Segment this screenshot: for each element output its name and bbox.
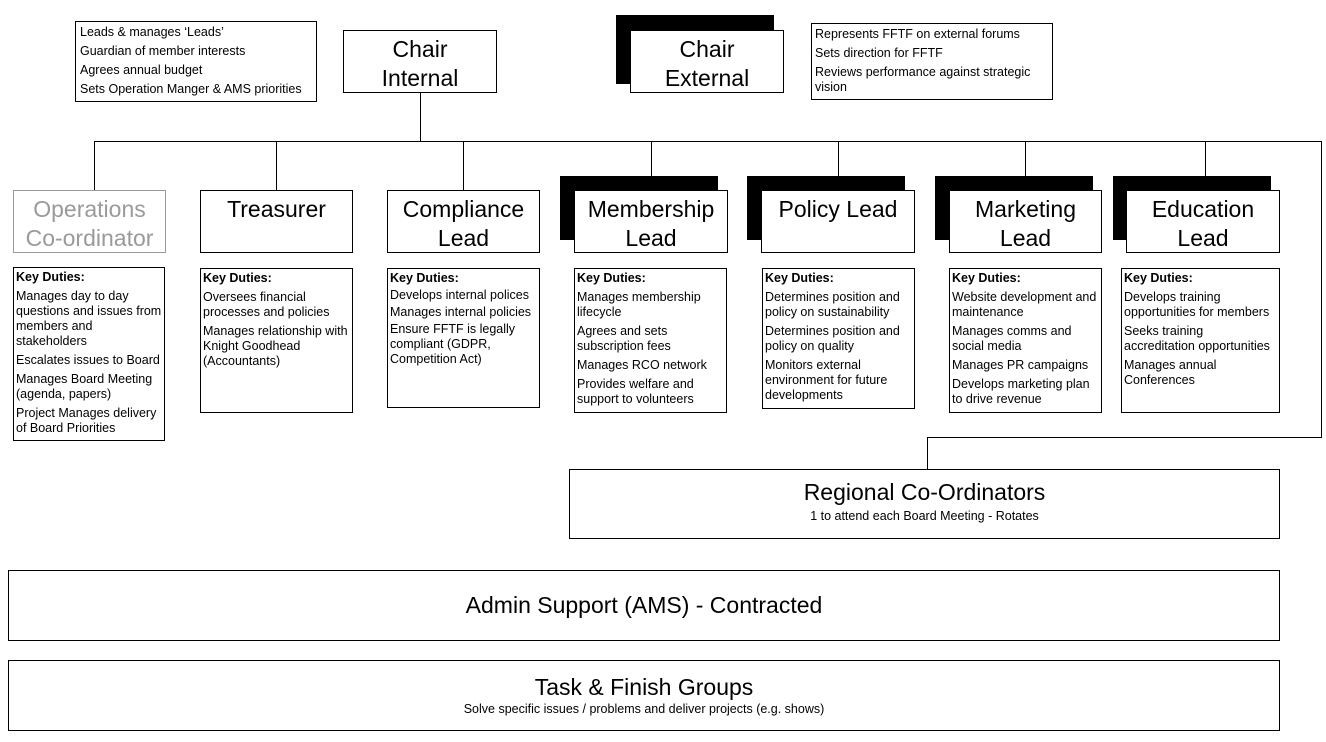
role-title-line1: Policy Lead [778, 196, 898, 222]
regional-title: Regional Co-Ordinators [803, 479, 1046, 505]
role-title-box-membership: Membership Lead [574, 190, 728, 253]
duties-box-education: Key Duties: Develops training opportunit… [1121, 268, 1280, 413]
chair-internal-box: Chair Internal [343, 30, 497, 93]
connector-bottom-return [927, 437, 1322, 438]
chair-external-box: Chair External [630, 30, 784, 93]
key-duties-label: Key Duties: [1124, 271, 1193, 285]
admin-support-box: Admin Support (AMS) - Contracted [8, 570, 1280, 641]
duty-item: Develops internal polices [390, 288, 529, 302]
connector-drop-ops [94, 141, 95, 190]
role-title-line2: Lead [1177, 225, 1229, 251]
chair-internal-notes: Leads & manages ‘Leads’ Guardian of memb… [75, 21, 317, 102]
connector-drop-compliance [463, 141, 464, 190]
role-title-box-compliance: Compliance Lead [387, 190, 540, 253]
role-title-line1: Treasurer [227, 196, 326, 222]
key-duties-label: Key Duties: [390, 271, 459, 285]
duty-item: Manages PR campaigns [952, 358, 1089, 372]
duties-box-policy: Key Duties: Determines position and poli… [762, 268, 915, 409]
duty-item: Manages day to day questions and issues … [16, 289, 162, 348]
connector-drop-treasurer [276, 141, 277, 190]
connector-horizontal-bus [94, 141, 1322, 142]
note-item: Represents FFTF on external forums [815, 27, 1020, 41]
duty-item: Seeks training accreditation opportuniti… [1124, 324, 1270, 353]
duty-item: Manages relationship with Knight Goodhea… [203, 324, 348, 368]
note-item: Reviews performance against strategic vi… [815, 65, 1031, 94]
connector-drop-marketing [1025, 141, 1026, 176]
duty-item: Manages RCO network [577, 358, 707, 372]
role-title-box-operations: Operations Co-ordinator [13, 190, 166, 253]
role-title-box-policy: Policy Lead [761, 190, 915, 253]
duty-item: Develops marketing plan to drive revenue [952, 377, 1090, 406]
role-title-line1: Operations [33, 196, 146, 222]
duty-item: Provides welfare and support to voluntee… [577, 377, 694, 406]
role-title-line2: Co-ordinator [25, 225, 154, 251]
duty-item: Develops training opportunities for memb… [1124, 290, 1270, 319]
note-item: Sets direction for FFTF [815, 46, 943, 60]
key-duties-label: Key Duties: [952, 271, 1021, 285]
duties-box-operations: Key Duties: Manages day to day questions… [13, 267, 165, 441]
task-finish-subtitle: Solve specific issues / problems and del… [463, 702, 825, 716]
connector-chair-down [420, 92, 421, 142]
duty-item: Monitors external environment for future… [765, 358, 888, 402]
note-item: Leads & manages ‘Leads’ [80, 25, 224, 39]
connector-right-side [1321, 141, 1322, 437]
chair-external-title-line2: External [664, 65, 750, 91]
duties-box-membership: Key Duties: Manages membership lifecycle… [574, 268, 727, 413]
role-title-line1: Membership [587, 196, 715, 222]
chair-external-title-line1: Chair [679, 36, 735, 62]
key-duties-label: Key Duties: [16, 270, 85, 284]
role-title-line1: Marketing [975, 196, 1076, 222]
chair-external-notes: Represents FFTF on external forums Sets … [811, 23, 1053, 100]
duty-item: Agrees and sets subscription fees [577, 324, 671, 353]
duty-item: Manages annual Conferences [1124, 358, 1217, 387]
task-finish-title: Task & Finish Groups [534, 674, 754, 700]
role-title-line1: Education [1151, 196, 1255, 222]
role-title-line2: Lead [625, 225, 677, 251]
connector-drop-membership [651, 141, 652, 176]
duty-item: Manages comms and social media [952, 324, 1072, 353]
key-duties-label: Key Duties: [577, 271, 646, 285]
admin-title: Admin Support (AMS) - Contracted [465, 592, 823, 618]
duties-box-treasurer: Key Duties: Oversees financial processes… [200, 268, 353, 413]
regional-coordinators-box: Regional Co-Ordinators 1 to attend each … [569, 469, 1280, 539]
key-duties-label: Key Duties: [203, 271, 272, 285]
duty-item: Manages membership lifecycle [577, 290, 701, 319]
task-finish-box: Task & Finish Groups Solve specific issu… [8, 660, 1280, 731]
duty-item: Manages internal policies [390, 305, 532, 319]
role-title-box-treasurer: Treasurer [200, 190, 353, 253]
role-title-box-marketing: Marketing Lead [949, 190, 1102, 253]
role-title-box-education: Education Lead [1126, 190, 1280, 253]
key-duties-label: Key Duties: [765, 271, 834, 285]
duty-item: Project Manages delivery of Board Priori… [16, 406, 157, 435]
duty-item: Oversees financial processes and policie… [203, 290, 330, 319]
duties-box-marketing: Key Duties: Website development and main… [949, 268, 1102, 413]
role-title-line2: Lead [437, 225, 490, 251]
duties-box-compliance: Key Duties: Develops internal polices Ma… [387, 268, 540, 408]
regional-subtitle: 1 to attend each Board Meeting - Rotates [810, 509, 1039, 523]
duty-item: Ensure FFTF is legally compliant (GDPR, … [390, 322, 516, 366]
chair-internal-title-line1: Chair [392, 36, 448, 62]
connector-drop-regional [927, 437, 928, 470]
note-item: Agrees annual budget [80, 63, 203, 77]
chair-internal-title-line2: Internal [381, 65, 459, 91]
note-item: Guardian of member interests [80, 44, 246, 58]
role-title-line1: Compliance [402, 196, 525, 222]
duty-item: Website development and maintenance [952, 290, 1097, 319]
note-item: Sets Operation Manger & AMS priorities [80, 82, 302, 96]
connector-drop-education [1205, 141, 1206, 176]
duty-item: Determines position and policy on qualit… [765, 324, 900, 353]
duty-item: Escalates issues to Board [16, 353, 160, 367]
duty-item: Determines position and policy on sustai… [765, 290, 900, 319]
duty-item: Manages Board Meeting (agenda, papers) [16, 372, 153, 401]
role-title-line2: Lead [999, 225, 1052, 251]
connector-drop-policy [838, 141, 839, 176]
